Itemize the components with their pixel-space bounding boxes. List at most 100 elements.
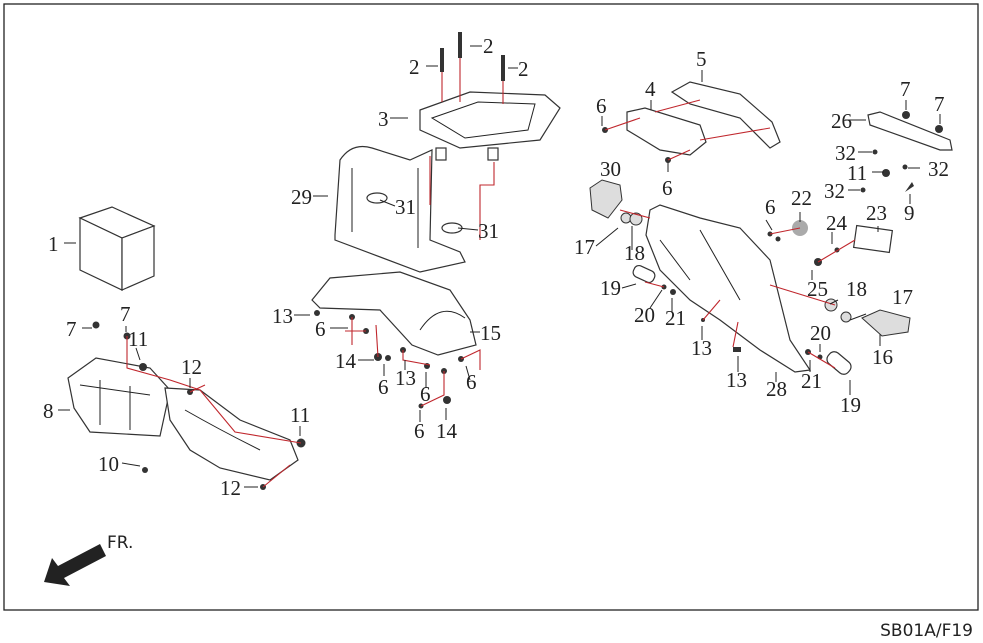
- callout-7: 7: [120, 302, 131, 332]
- callout-number: 20: [810, 321, 831, 345]
- callout-2: 2: [508, 57, 529, 81]
- callout-number: 6: [596, 94, 607, 118]
- callout-13: 13: [272, 304, 310, 328]
- callout-21: 21: [801, 360, 822, 393]
- callout-13: 13: [395, 360, 416, 390]
- callout-number: 10: [98, 452, 119, 476]
- callout-number: 6: [378, 375, 389, 399]
- inner-fender-part: [164, 387, 299, 481]
- callout-7: 7: [66, 317, 92, 341]
- rear-fender-part: [645, 204, 812, 373]
- callout-number: 9: [904, 201, 915, 225]
- callout-6: 6: [465, 365, 477, 394]
- callout-13: 13: [691, 326, 712, 360]
- callout-26: 26: [831, 109, 866, 133]
- callout-number: 31: [395, 195, 416, 219]
- callout-18: 18: [624, 226, 645, 265]
- callout-number: 29: [291, 185, 312, 209]
- callout-number: 7: [934, 92, 945, 116]
- callout-number: 19: [840, 393, 861, 417]
- leader-line: [465, 365, 471, 381]
- leader-line: [135, 347, 141, 361]
- callout-10: 10: [98, 452, 141, 476]
- carrier-bracket-part: [334, 145, 466, 273]
- callout-number: 21: [801, 369, 822, 393]
- callout-number: 14: [335, 349, 357, 373]
- callout-32: 32: [908, 157, 949, 181]
- callout-6: 6: [596, 94, 607, 126]
- leader-line: [595, 227, 619, 247]
- rear-carrier-part: [419, 91, 561, 161]
- callout-number: 13: [691, 336, 712, 360]
- callout-19: 19: [840, 380, 861, 417]
- callout-31: 31: [379, 195, 416, 219]
- callout-31: 31: [457, 219, 499, 243]
- callout-number: 2: [483, 34, 494, 58]
- callout-8: 8: [43, 399, 70, 423]
- callout-number: 13: [395, 366, 416, 390]
- battery-box-part: [67, 357, 171, 437]
- rear-cowl-part: [311, 271, 477, 356]
- callout-number: 16: [872, 345, 893, 369]
- callout-5: 5: [696, 47, 707, 82]
- callout-20: 20: [810, 321, 831, 352]
- callout-21: 21: [665, 298, 686, 330]
- callout-number: 30: [600, 157, 621, 181]
- callout-number: 7: [66, 317, 77, 341]
- callout-32: 32: [835, 141, 872, 165]
- callout-11: 11: [128, 327, 148, 361]
- callout-number: 6: [420, 382, 431, 406]
- callout-number: 32: [928, 157, 949, 181]
- callout-number: 11: [290, 403, 310, 427]
- callout-number: 15: [480, 321, 501, 345]
- callout-number: 24: [826, 211, 848, 235]
- callout-14: 14: [436, 408, 458, 443]
- callout-number: 26: [831, 109, 852, 133]
- callout-13: 13: [726, 356, 747, 392]
- callout-15: 15: [470, 321, 501, 345]
- callout-number: 13: [272, 304, 293, 328]
- leader-line: [765, 219, 773, 231]
- callout-19: 19: [600, 276, 637, 300]
- callout-7: 7: [934, 92, 945, 124]
- callout-number: 14: [436, 419, 458, 443]
- callout-11: 11: [290, 403, 310, 436]
- callout-16: 16: [872, 334, 893, 369]
- callout-number: 2: [409, 55, 420, 79]
- callout-17: 17: [849, 285, 913, 321]
- callout-number: 21: [665, 306, 686, 330]
- callout-number: 32: [824, 179, 845, 203]
- callout-number: 11: [847, 161, 867, 185]
- callout-number: 11: [128, 327, 148, 351]
- leader-line: [379, 199, 396, 207]
- callout-number: 17: [892, 285, 913, 309]
- callout-number: 8: [43, 399, 54, 423]
- callout-number: 6: [765, 195, 776, 219]
- callout-6: 6: [414, 410, 425, 443]
- assembly-lines: [126, 58, 856, 488]
- callout-25: 25: [807, 270, 828, 301]
- callout-number: 31: [478, 219, 499, 243]
- callout-30: 30: [600, 157, 621, 181]
- callout-number: 12: [220, 476, 241, 500]
- license-plate-part: [852, 224, 894, 254]
- callout-number: 22: [791, 186, 812, 210]
- callout-9: 9: [904, 194, 915, 225]
- callout-number: 28: [766, 377, 787, 401]
- leader-line: [649, 289, 663, 309]
- callout-number: 18: [846, 277, 867, 301]
- callout-number: 1: [48, 232, 59, 256]
- front-direction-arrow: [44, 544, 106, 586]
- callout-1: 1: [48, 232, 76, 256]
- callout-2: 2: [409, 55, 438, 79]
- callout-number: 20: [634, 303, 655, 327]
- callout-number: 19: [600, 276, 621, 300]
- callout-7: 7: [900, 77, 911, 110]
- leader-line: [457, 227, 479, 231]
- callout-28: 28: [766, 372, 787, 401]
- callout-11: 11: [847, 161, 884, 185]
- plate-stay-part: [867, 111, 953, 151]
- leader-line: [829, 299, 839, 305]
